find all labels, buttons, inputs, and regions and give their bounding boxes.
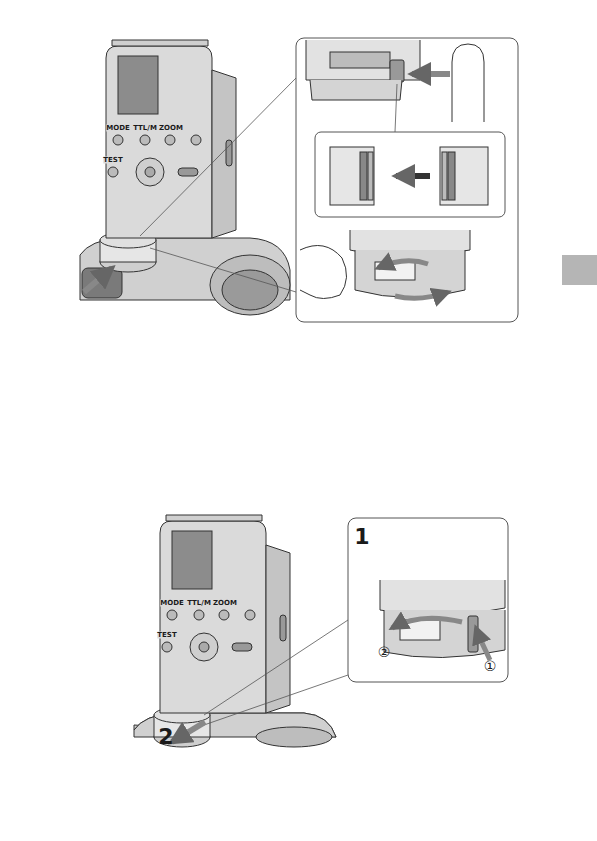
button-label: TTL/M (133, 125, 157, 132)
callout-number: ① (484, 659, 497, 673)
button-label: MODE (106, 125, 130, 132)
callout-number: ② (378, 645, 391, 659)
step-number: 1 (354, 526, 369, 548)
button-label: ZOOM (213, 600, 237, 607)
button-label: TTL/M (187, 600, 211, 607)
button-label: TEST (157, 632, 176, 639)
button-label: TEST (103, 157, 122, 164)
button-label: ZOOM (159, 125, 183, 132)
button-label: MODE (160, 600, 184, 607)
step-number: 2 (158, 726, 173, 748)
